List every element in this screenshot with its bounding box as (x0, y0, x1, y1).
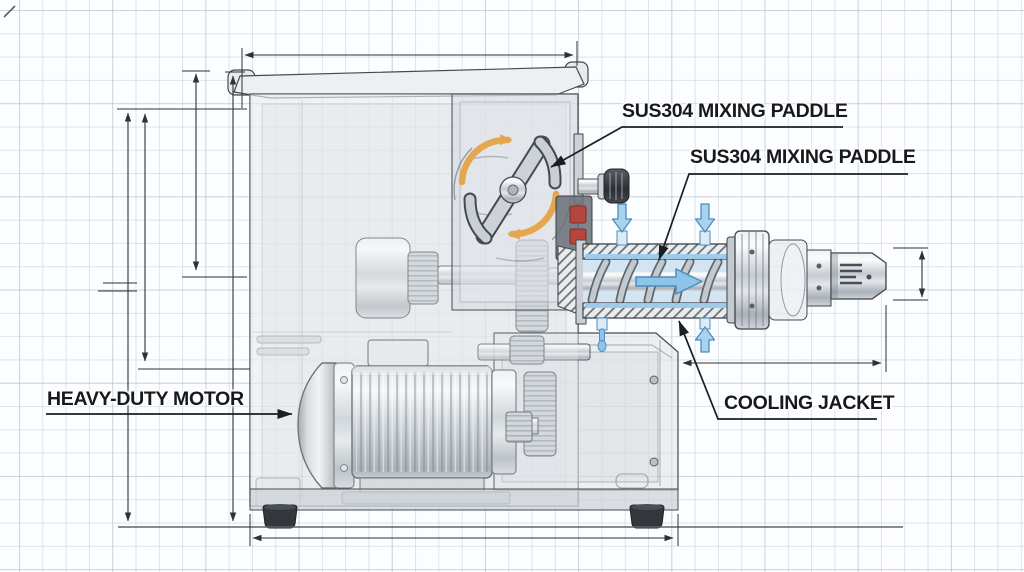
cooling-ports (596, 203, 716, 353)
end-block-vents (840, 263, 862, 285)
bolt (340, 376, 348, 384)
label-heavy-duty-motor: HEAVY-DUTY MOTOR (47, 388, 244, 410)
paper-corner-mark (3, 5, 16, 18)
leader-mixing-paddle-screw (658, 173, 908, 261)
coolant-in-arrow (694, 203, 716, 233)
bolt (649, 375, 659, 385)
coupling (806, 249, 832, 307)
bolt (816, 263, 822, 269)
tank-recess (615, 473, 649, 489)
bolt (649, 457, 659, 467)
interior-rail (256, 347, 310, 356)
label-mixing-paddle-screw: SUS304 MIXING PADDLE (690, 146, 916, 168)
countershaft-gear (509, 335, 545, 365)
mixing-chamber (451, 93, 630, 311)
end-block-band (831, 253, 838, 299)
bolt (749, 249, 755, 255)
paddle-hub-center (507, 184, 519, 196)
bolt (340, 464, 348, 472)
drivetrain (355, 237, 591, 457)
inlet-pipe (699, 230, 711, 246)
leader-mixing-paddle-top (550, 126, 843, 168)
leader-lines (46, 126, 908, 420)
drain-droplet (597, 340, 607, 352)
label-mixing-paddle-top: SUS304 MIXING PADDLE (622, 100, 848, 122)
inlet-pipe (616, 230, 628, 246)
foot-top (264, 504, 296, 510)
leader-cooling-jacket (678, 320, 877, 420)
label-cooling-jacket: COOLING JACKET (724, 392, 895, 414)
mixing-paddle (463, 135, 562, 245)
base (249, 488, 679, 529)
rotation-arrow-top (458, 134, 513, 186)
extension-lines (98, 41, 928, 546)
flow-direction-arrow (635, 268, 703, 295)
end-block (830, 252, 887, 300)
drain-pipe (596, 317, 608, 331)
main-gear (515, 239, 549, 333)
motor-fins (356, 372, 488, 472)
bottom-rail (249, 488, 679, 511)
machine-illustration (227, 61, 887, 529)
rotation-arrow-bottom (507, 190, 560, 240)
knob-knurl (609, 172, 623, 200)
motor-pinion-gear (505, 411, 533, 443)
clamp-ridges (741, 232, 764, 328)
sight-glass-face (780, 243, 806, 317)
foot-top (631, 504, 663, 510)
bolt (749, 303, 755, 309)
bolt (816, 285, 822, 291)
coolant-in-arrow (611, 203, 633, 233)
motor-end-dome (297, 362, 337, 489)
red-button (569, 205, 587, 224)
clamp-collar (734, 230, 770, 330)
coolant-up-arrow (694, 326, 716, 353)
extruder-barrel (575, 203, 887, 353)
dimension-lines (98, 41, 928, 546)
knob-stem (577, 178, 601, 195)
interior-rail (256, 335, 322, 344)
motor-highlight (352, 366, 492, 375)
end-block-dot (866, 274, 872, 280)
